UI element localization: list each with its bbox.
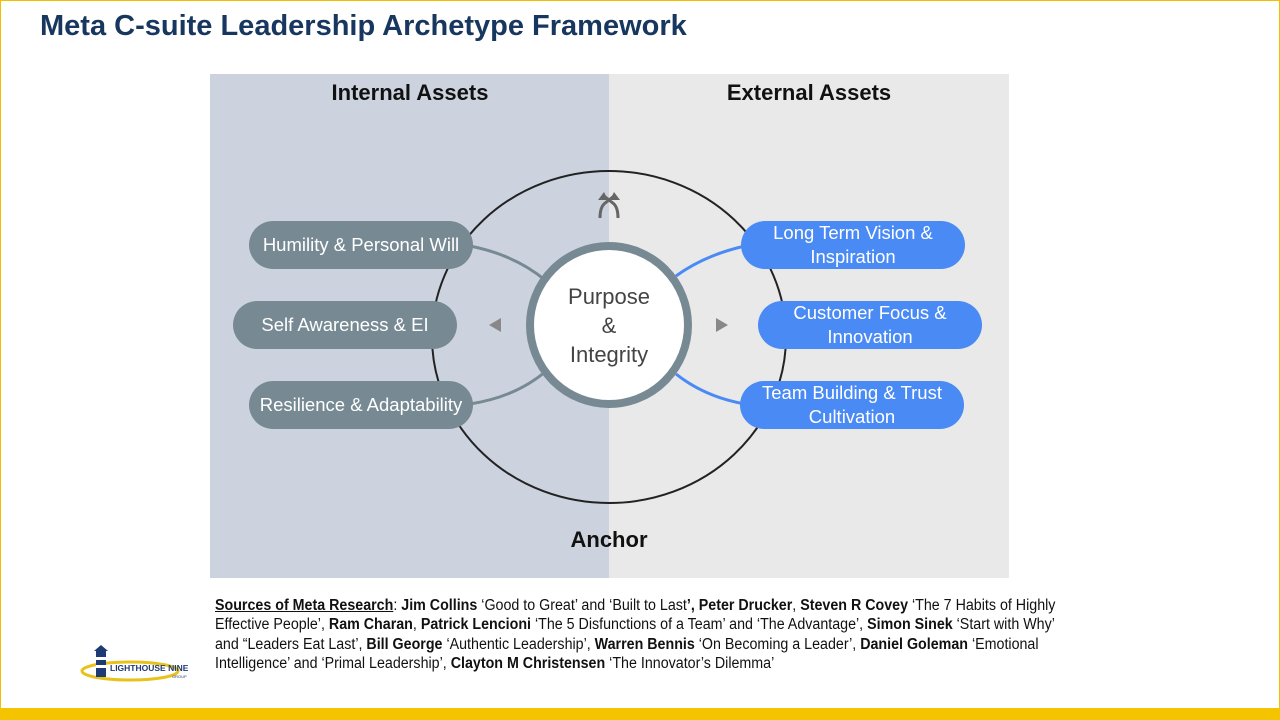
svg-text:GROUP: GROUP (172, 674, 187, 679)
source-segment: Simon Sinek (867, 616, 953, 634)
source-segment: ‘The 5 Disfunctions of a Team’ and ‘The … (530, 616, 868, 634)
source-segment: ‘Start with Why’ and “Leaders Eat Last’, (215, 616, 1055, 653)
connector-internal-1 (469, 244, 546, 282)
source-segment: Clayton M Christensen (450, 654, 606, 672)
connector-external-3 (675, 372, 746, 406)
source-segment: , (412, 616, 421, 634)
arrow-left-icon (489, 318, 501, 332)
merge-arrows-icon (598, 194, 620, 219)
lighthouse-nine-logo: LIGHTHOUSE NINE GROUP (80, 645, 189, 682)
internal-item-self-awareness: Self Awareness & EI (233, 301, 457, 349)
external-item-team-building: Team Building & Trust Cultivation (740, 381, 964, 429)
source-segment: : (393, 597, 402, 614)
purpose-integrity-circle: Purpose & Integrity (526, 242, 692, 408)
footer-bar (0, 708, 1280, 720)
source-segment: Warren Bennis (594, 635, 695, 653)
source-segment: Steven R Covey (800, 597, 909, 614)
connector-internal-3 (469, 370, 546, 406)
external-item-customer-focus: Customer Focus & Innovation (758, 301, 982, 349)
internal-item-humility: Humility & Personal Will (249, 221, 473, 269)
page-title: Meta C-suite Leadership Archetype Framew… (40, 10, 687, 42)
sources-text: Sources of Meta Research: Jim Collins ‘G… (215, 596, 1061, 673)
source-segment: Patrick Lencioni (420, 616, 531, 634)
internal-item-resilience: Resilience & Adaptability (249, 381, 473, 429)
source-segment: ’, (686, 597, 699, 614)
arrow-right-icon (716, 318, 728, 332)
source-segment: , (792, 597, 801, 614)
svg-text:LIGHTHOUSE NINE: LIGHTHOUSE NINE (110, 663, 189, 673)
center-line-1: Purpose (568, 283, 650, 309)
internal-assets-heading: Internal Assets (331, 80, 489, 105)
external-assets-heading: External Assets (726, 80, 892, 105)
source-segment: ‘Good to Great’ and ‘Built to Last (477, 597, 687, 614)
anchor-label: Anchor (570, 527, 648, 552)
source-segment: ‘The 7 Habits of Highly Effective People… (215, 597, 1056, 634)
source-segment: Bill George (366, 635, 443, 653)
source-segment: Jim Collins (401, 597, 478, 614)
source-segment: Ram Charan (328, 616, 413, 634)
source-segment: ‘Authentic Leadership’, (442, 635, 595, 653)
source-segment: ‘The Innovator’s Dilemma’ (605, 654, 775, 672)
source-segment: ‘Emotional Intelligence’ and ‘Primal Lea… (215, 635, 1039, 672)
center-line-2: & (601, 312, 617, 338)
source-segment: ‘On Becoming a Leader’, (694, 635, 861, 653)
source-segment: Sources of Meta Research (215, 597, 394, 614)
source-segment: Daniel Goleman (860, 635, 968, 653)
source-segment: Peter Drucker (698, 597, 793, 614)
connector-external-1 (675, 244, 746, 278)
external-item-vision: Long Term Vision & Inspiration (741, 221, 965, 269)
center-line-3: Integrity (569, 341, 649, 367)
